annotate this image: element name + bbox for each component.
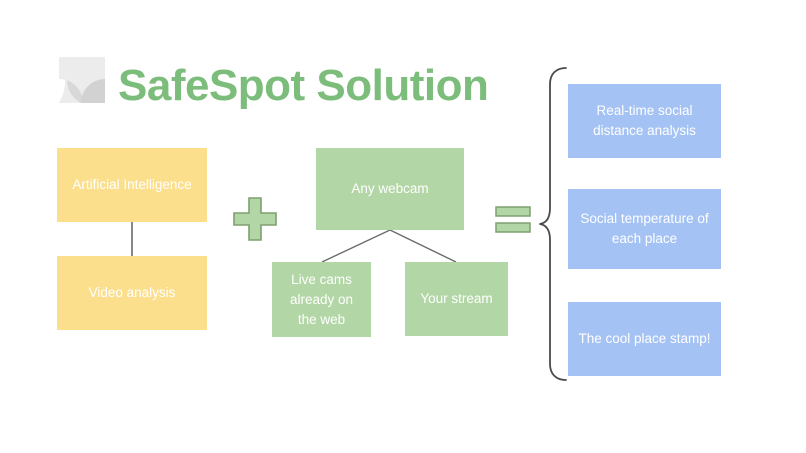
node-label: Your stream	[420, 291, 493, 306]
page-title: SafeSpot Solution	[118, 61, 489, 110]
node-output-social-temperature-of-each-place[interactable]: Social temperature of each place	[568, 189, 721, 269]
node-live-cams-already-on-the-web[interactable]: Live cams already on the web	[272, 262, 371, 337]
node-label: Artificial Intelligence	[72, 177, 192, 192]
node-any-webcam[interactable]: Any webcam	[316, 148, 464, 230]
equals-operator-icon	[495, 205, 531, 235]
plus-operator-icon	[232, 196, 278, 242]
node-label: Real-time social distance analysis	[593, 103, 696, 138]
node-label: Social temperature of each place	[580, 211, 709, 246]
node-video-analysis[interactable]: Video analysis	[57, 256, 207, 330]
curly-brace-icon	[538, 66, 568, 382]
node-output-the-cool-place-stamp[interactable]: The cool place stamp!	[568, 302, 721, 376]
node-label: Video analysis	[88, 285, 176, 300]
node-label: The cool place stamp!	[578, 331, 711, 346]
quarter-circle-decoration-icon	[59, 54, 105, 103]
node-output-real-time-social-distance-analysis[interactable]: Real-time social distance analysis	[568, 84, 721, 158]
node-artificial-intelligence[interactable]: Artificial Intelligence	[57, 148, 207, 222]
node-your-stream[interactable]: Your stream	[405, 262, 508, 336]
node-label: Any webcam	[351, 181, 429, 196]
node-label: Live cams already on the web	[289, 271, 354, 327]
